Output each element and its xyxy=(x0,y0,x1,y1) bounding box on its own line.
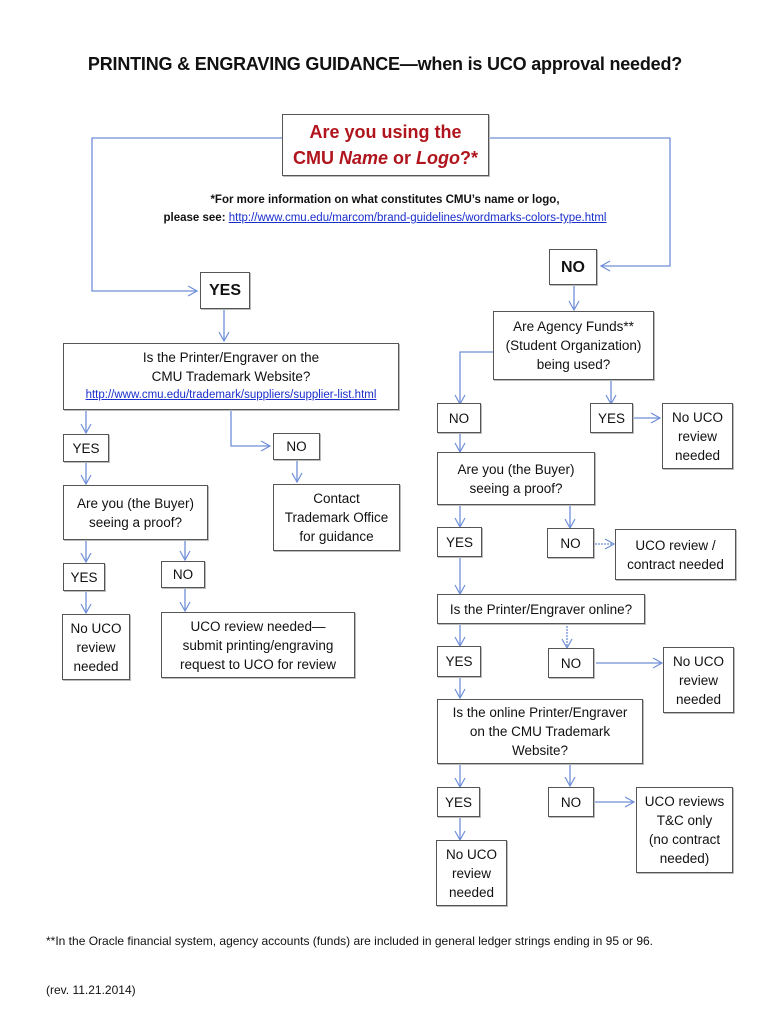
online-tm-line2: on the CMU Trademark xyxy=(469,724,611,739)
agency-result-line1: No UCO xyxy=(671,409,723,425)
contract-line1: UCO review / xyxy=(635,537,716,553)
agency-funds-box: Are Agency Funds** (Student Organization… xyxy=(493,311,654,380)
tc-line3: (no contract xyxy=(648,832,721,847)
contract-needed-box: UCO review / contract needed xyxy=(615,529,736,580)
brand-note-line1: *For more information on what constitute… xyxy=(210,194,560,206)
yes-q2-line1: Are you (the Buyer) xyxy=(76,495,195,511)
contract-line2: contract needed xyxy=(627,556,724,572)
online-result-line3: needed xyxy=(675,691,722,707)
online-yes-label: YES xyxy=(437,646,481,677)
online-no-label: NO xyxy=(548,648,594,678)
yes-q2-line2: seeing a proof? xyxy=(88,514,183,530)
yes-no-review-box: No UCO review needed xyxy=(62,614,130,680)
agency-line3: being used? xyxy=(536,357,611,372)
page-title: PRINTING & ENGRAVING GUIDANCE—when is UC… xyxy=(87,54,683,74)
yes-q1-yes-label: YES xyxy=(63,434,109,462)
arrow-agency-no xyxy=(454,351,493,406)
no-q2-no-label: NO xyxy=(547,528,594,558)
agency-footnote: **In the Oracle financial system, agency… xyxy=(46,934,654,948)
brand-note-line2: please see: http://www.cmu.edu/marcom/br… xyxy=(163,212,607,224)
online-tm-yes-line1: No UCO xyxy=(445,846,497,862)
agency-line1: Are Agency Funds** xyxy=(513,319,634,334)
online-tm-yes-result-box: No UCO review needed xyxy=(436,840,507,906)
online-no-result-box: No UCO review needed xyxy=(663,647,734,713)
no-review-line2: review xyxy=(76,639,116,655)
online-tm-yes-line3: needed xyxy=(448,884,495,900)
printer-online-box: Is the Printer/Engraver online? xyxy=(437,594,645,624)
no-branch-label: NO xyxy=(549,249,597,285)
yes-q1-line1: Is the Printer/Engraver on the xyxy=(142,350,320,365)
no-q2-line2: seeing a proof? xyxy=(469,480,563,496)
online-tm-yes-label: YES xyxy=(437,787,480,817)
yes-q2-no-label: NO xyxy=(161,561,205,588)
online-tm-line1: Is the online Printer/Engraver xyxy=(452,705,628,720)
yes-q1-box: Is the Printer/Engraver on the CMU Trade… xyxy=(63,343,399,410)
contact-trademark-box: Contact Trademark Office for guidance xyxy=(273,484,400,551)
no-review-line1: No UCO xyxy=(70,620,122,636)
tc-only-box: UCO reviews T&C only (no contract needed… xyxy=(636,787,733,873)
tc-line1: UCO reviews xyxy=(644,794,725,809)
supplier-list-link[interactable]: http://www.cmu.edu/trademark/suppliers/s… xyxy=(85,389,377,401)
agency-line2: (Student Organization) xyxy=(505,338,642,353)
contact-line2: Trademark Office xyxy=(284,510,389,525)
agency-yes-label: YES xyxy=(590,403,633,433)
review-needed-line1: UCO review needed— xyxy=(190,618,326,634)
no-q2-line1: Are you (the Buyer) xyxy=(457,461,575,477)
review-needed-line3: request to UCO for review xyxy=(179,656,337,672)
online-trademark-box: Is the online Printer/Engraver on the CM… xyxy=(437,699,643,764)
arrow-q1-to-no xyxy=(230,410,272,452)
agency-result-line2: review xyxy=(677,428,717,444)
start-question-box: Are you using the CMU Name or Logo?* xyxy=(282,114,489,176)
yes-q2-yes-label: YES xyxy=(63,563,105,591)
brand-guidelines-link[interactable]: http://www.cmu.edu/marcom/brand-guidelin… xyxy=(228,212,607,224)
yes-q1-line2: CMU Trademark Website? xyxy=(151,369,311,384)
review-needed-line2: submit printing/engraving xyxy=(182,637,334,653)
online-tm-no-label: NO xyxy=(548,787,594,817)
revision-date: (rev. 11.21.2014) xyxy=(46,983,136,997)
online-result-line2: review xyxy=(678,672,718,688)
contact-line3: for guidance xyxy=(299,529,374,544)
review-needed-box: UCO review needed— submit printing/engra… xyxy=(161,612,355,678)
no-review-line3: needed xyxy=(73,658,119,674)
agency-result-line3: needed xyxy=(674,447,721,463)
yes-q1-no-label: NO xyxy=(273,433,320,460)
no-q2-yes-label: YES xyxy=(437,527,482,557)
tc-line4: needed) xyxy=(659,851,710,866)
no-q2-box: Are you (the Buyer) seeing a proof? xyxy=(437,452,595,505)
agency-no-label: NO xyxy=(437,403,481,433)
tc-line2: T&C only xyxy=(656,813,713,828)
online-tm-line3: Website? xyxy=(511,743,569,758)
start-question-line2: CMU Name or Logo?* xyxy=(292,148,479,168)
online-tm-yes-line2: review xyxy=(451,865,491,881)
online-result-line1: No UCO xyxy=(672,653,724,669)
yes-q2-box: Are you (the Buyer) seeing a proof? xyxy=(63,485,208,540)
agency-yes-result-box: No UCO review needed xyxy=(662,403,733,469)
start-question-line1: Are you using the xyxy=(309,122,462,142)
yes-branch-label: YES xyxy=(200,272,250,309)
contact-line1: Contact xyxy=(313,491,360,506)
brand-note: *For more information on what constitute… xyxy=(0,191,770,227)
